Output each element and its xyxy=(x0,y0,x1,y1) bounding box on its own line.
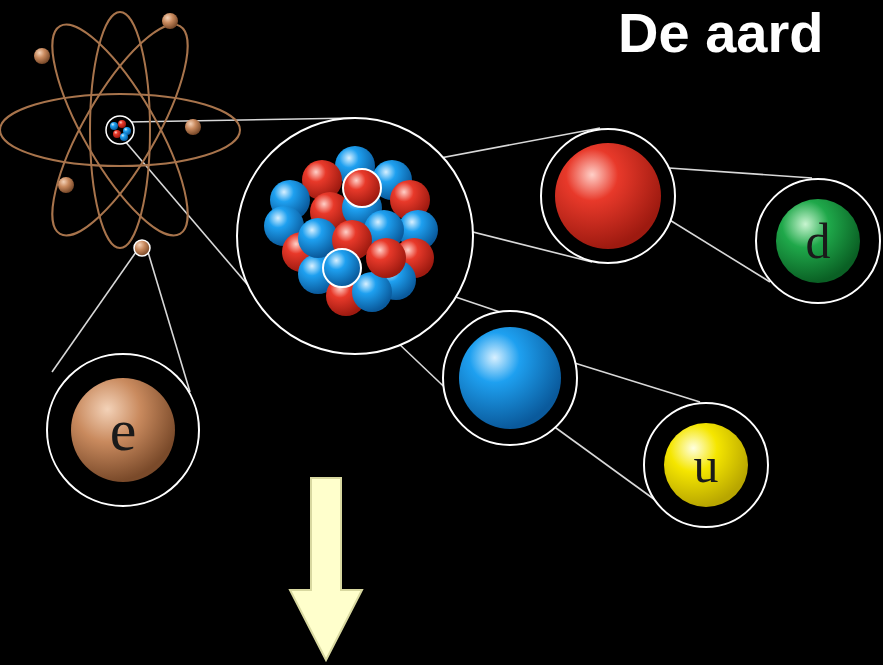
nucleus-ring xyxy=(237,118,473,354)
electron-orbits xyxy=(0,8,240,252)
nucleus xyxy=(264,146,438,316)
proton xyxy=(555,143,661,249)
leader-lines xyxy=(52,118,812,505)
neutron xyxy=(459,327,561,429)
neutron-ring xyxy=(443,311,577,445)
electrons xyxy=(34,13,201,256)
down-arrow xyxy=(290,478,362,660)
particle-symbol: d xyxy=(806,216,831,266)
particle-symbol: e xyxy=(110,400,137,460)
up-quark: u xyxy=(642,401,770,529)
particle-symbol: u xyxy=(694,440,719,490)
electron: e xyxy=(45,352,201,508)
title: De aard xyxy=(618,0,823,66)
down-quark: d xyxy=(754,177,882,305)
proton-ring xyxy=(541,129,675,263)
small-nucleus xyxy=(106,116,134,144)
